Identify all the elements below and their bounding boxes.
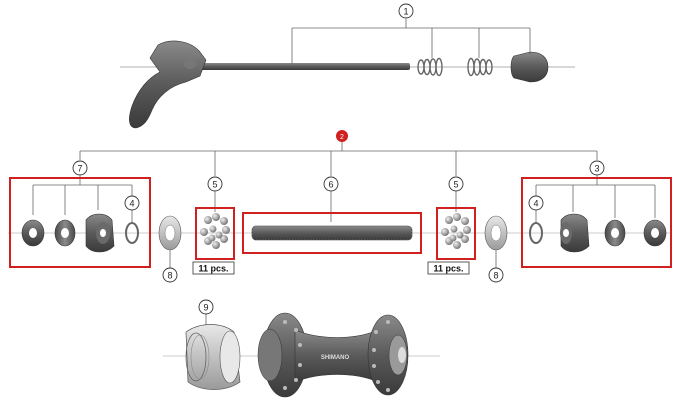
svg-text:1: 1 — [403, 7, 408, 17]
highlight-box-left-cone-set — [9, 177, 151, 268]
svg-text:8: 8 — [167, 271, 172, 281]
left-seal-ring — [125, 222, 139, 244]
left-ball-bearings — [200, 213, 230, 249]
hub-body: SHIMANO — [257, 312, 409, 398]
callout-4-right: 4 — [528, 195, 544, 211]
highlight-box-right-cone-set — [521, 177, 672, 268]
callout-2-badge: 2 — [336, 130, 348, 142]
svg-text:8: 8 — [493, 271, 498, 281]
svg-text:11 pcs.: 11 pcs. — [198, 264, 228, 274]
highlight-box-left-ball-bearings — [195, 207, 235, 260]
svg-text:4: 4 — [129, 199, 134, 209]
right-locknut — [643, 219, 667, 247]
quick-release-skewer — [120, 40, 575, 129]
callout-8-left: 8 — [162, 267, 178, 283]
callout-5-right: 5 — [448, 176, 464, 192]
callout-2-leader — [79, 142, 598, 176]
callout-7: 7 — [72, 160, 88, 176]
callout-6: 6 — [323, 176, 339, 192]
right-seal-ring — [529, 222, 543, 244]
spring-right — [467, 57, 493, 77]
right-cone — [560, 213, 590, 253]
svg-text:7: 7 — [77, 164, 82, 174]
hub-axle — [251, 225, 413, 241]
callout-7-leader — [32, 175, 133, 215]
svg-text:6: 6 — [328, 180, 333, 190]
right-dust-cap — [484, 215, 508, 251]
svg-text:3: 3 — [594, 164, 599, 174]
left-dust-cap — [158, 215, 182, 251]
left-cone — [85, 213, 115, 253]
callout-3: 3 — [589, 160, 605, 176]
callout-4-left: 4 — [124, 195, 140, 211]
callout-5-left: 5 — [207, 176, 223, 192]
hub-brand-text: SHIMANO — [321, 355, 350, 361]
qty-label-left: 11 pcs. — [192, 261, 235, 275]
right-ball-bearings — [441, 213, 471, 249]
callout-9: 9 — [198, 299, 214, 315]
svg-text:5: 5 — [453, 180, 458, 190]
callout-1-leader — [291, 19, 531, 64]
highlight-box-right-ball-bearings — [436, 207, 476, 260]
left-locknut — [21, 219, 45, 247]
svg-text:2: 2 — [340, 134, 344, 141]
left-washer — [54, 219, 76, 247]
callout-3-leader — [535, 175, 656, 218]
svg-text:9: 9 — [203, 303, 208, 313]
callout-1: 1 — [398, 3, 414, 19]
spring-left — [417, 57, 443, 77]
right-washer — [604, 219, 626, 247]
rotor-lock-ring — [185, 324, 241, 390]
highlight-box-axle — [242, 212, 422, 254]
svg-text:11 pcs.: 11 pcs. — [433, 264, 463, 274]
svg-text:5: 5 — [212, 180, 217, 190]
qty-label-right: 11 pcs. — [427, 261, 470, 275]
svg-text:4: 4 — [533, 199, 538, 209]
callout-8-right: 8 — [488, 267, 504, 283]
